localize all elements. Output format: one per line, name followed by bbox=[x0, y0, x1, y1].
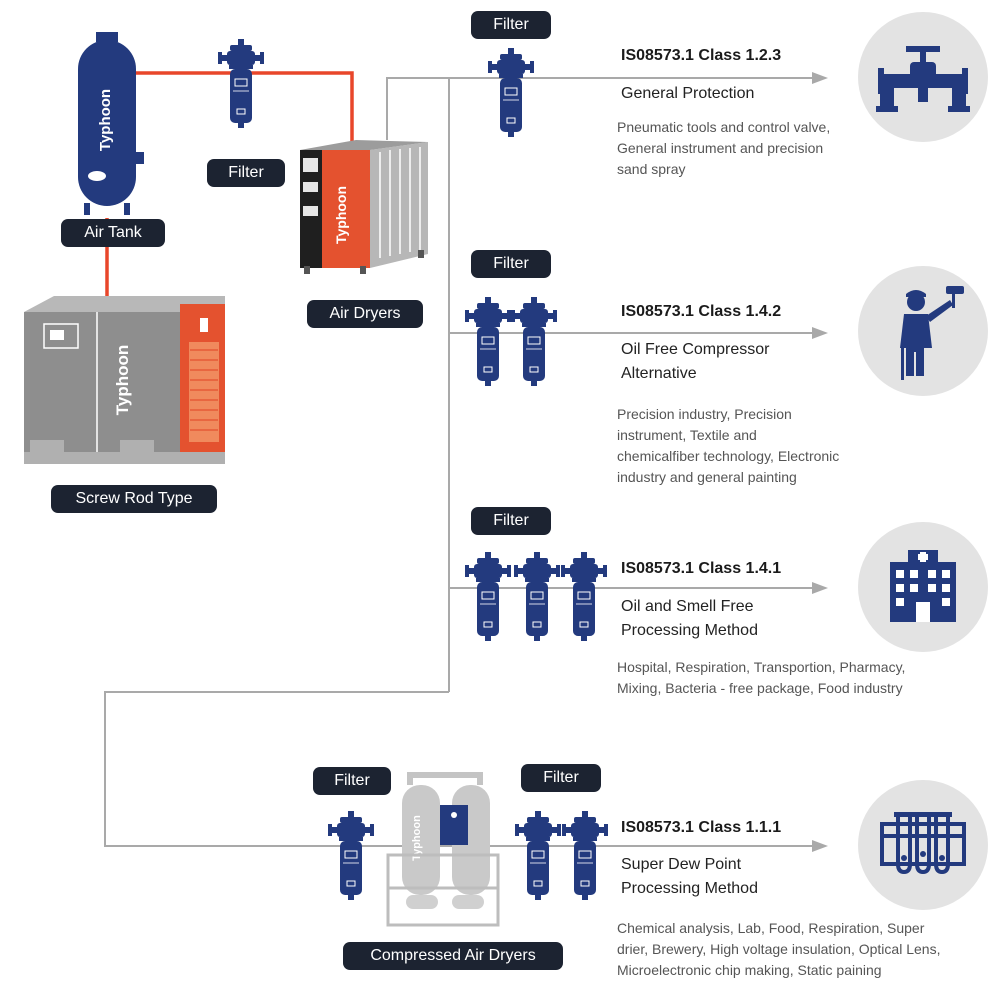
arrow-heads bbox=[812, 72, 828, 852]
class-111-purpose-line: Super Dew Point bbox=[621, 856, 742, 873]
screw-compressor-machine: Typhoon bbox=[24, 296, 225, 464]
hospital-icon bbox=[858, 522, 988, 652]
filter-label-class123: Filter bbox=[471, 11, 551, 39]
filter-label-tank: Filter bbox=[207, 159, 285, 187]
filter-unit-tank bbox=[217, 38, 265, 129]
tank-brand-text: Typhoon bbox=[97, 89, 114, 151]
class-142-purpose-line: Oil Free Compressor bbox=[621, 341, 770, 358]
class-111-title: IS08573.1 Class 1.1.1 bbox=[621, 819, 782, 836]
filter-label-class142: Filter bbox=[471, 250, 551, 278]
class-142-desc-line: industry and general painting bbox=[617, 469, 797, 485]
air-tank-label: Air Tank bbox=[61, 219, 165, 247]
compressed-air-dryer-machine: Typhoon bbox=[386, 772, 500, 927]
class-123-purpose-line: General Protection bbox=[621, 85, 755, 102]
class-123-purpose: General Protection bbox=[621, 82, 754, 106]
air-tank: Typhoon bbox=[78, 32, 144, 215]
class-111-desc-line: Chemical analysis, Lab, Food, Respiratio… bbox=[617, 920, 925, 936]
filter-unit-class111-a bbox=[514, 810, 562, 901]
pipe-valve-icon bbox=[858, 12, 988, 142]
class-142-purpose: Oil Free Compressor Alternative bbox=[621, 338, 769, 386]
class-142-title: IS08573.1 Class 1.4.2 bbox=[621, 303, 782, 320]
class-141-purpose-line: Oil and Smell Free bbox=[621, 598, 754, 615]
class-123-title: IS08573.1 Class 1.2.3 bbox=[621, 47, 782, 64]
filter-unit-class142-a bbox=[464, 296, 512, 387]
filter-label-class141: Filter bbox=[471, 507, 551, 535]
class-142-purpose-line: Alternative bbox=[621, 365, 697, 382]
class-141-desc-line: Mixing, Bacteria - free package, Food in… bbox=[617, 680, 903, 696]
test-tubes-icon bbox=[858, 780, 988, 910]
class-123-desc-line: General instrument and precision bbox=[617, 140, 824, 156]
dessicant-brand-text: Typhoon bbox=[411, 815, 423, 861]
air-dryers-label: Air Dryers bbox=[307, 300, 423, 328]
class-111-description: Chemical analysis, Lab, Food, Respiratio… bbox=[617, 918, 940, 981]
class-111-purpose: Super Dew Point Processing Method bbox=[621, 853, 758, 901]
painter-icon bbox=[858, 266, 988, 396]
class-141-purpose: Oil and Smell Free Processing Method bbox=[621, 595, 758, 643]
class-141-desc-line: Hospital, Respiration, Transportion, Pha… bbox=[617, 659, 906, 675]
dryer-brand-text: Typhoon bbox=[333, 186, 349, 244]
compressed-air-dryers-label: Compressed Air Dryers bbox=[343, 942, 563, 970]
class-111-purpose-line: Processing Method bbox=[621, 880, 758, 897]
filter-label-pre-dryer: Filter bbox=[313, 767, 391, 795]
class-111-desc-line: Microelectronic chip making, Static pain… bbox=[617, 962, 882, 978]
class-142-description: Precision industry, Precision instrument… bbox=[617, 404, 839, 488]
filter-unit-class142-b bbox=[510, 296, 558, 387]
filter-unit-class123 bbox=[487, 47, 535, 138]
class-123-description: Pneumatic tools and control valve, Gener… bbox=[617, 117, 830, 180]
class-141-title: IS08573.1 Class 1.4.1 bbox=[621, 560, 782, 577]
filter-unit-class111-b bbox=[561, 810, 609, 901]
class-123-desc-line: sand spray bbox=[617, 161, 686, 177]
compressor-brand-text: Typhoon bbox=[113, 345, 132, 416]
class-111-desc-line: drier, Brewery, High voltage insulation,… bbox=[617, 941, 941, 957]
class-142-desc-line: Precision industry, Precision bbox=[617, 406, 792, 422]
class-141-purpose-line: Processing Method bbox=[621, 622, 758, 639]
class-142-desc-line: chemicalfiber technology, Electronic bbox=[617, 448, 840, 464]
filter-unit-class141-c bbox=[560, 551, 608, 642]
air-dryer-machine: Typhoon bbox=[300, 140, 428, 274]
filter-label-class111: Filter bbox=[521, 764, 601, 792]
filter-unit-class141-b bbox=[513, 551, 561, 642]
class-141-description: Hospital, Respiration, Transportion, Pha… bbox=[617, 657, 905, 699]
filter-unit-class141-a bbox=[464, 551, 512, 642]
class-142-desc-line: instrument, Textile and bbox=[617, 427, 757, 443]
screw-rod-type-label: Screw Rod Type bbox=[51, 485, 217, 513]
class-123-desc-line: Pneumatic tools and control valve, bbox=[617, 119, 831, 135]
filter-unit-pre-dryer bbox=[327, 810, 375, 901]
